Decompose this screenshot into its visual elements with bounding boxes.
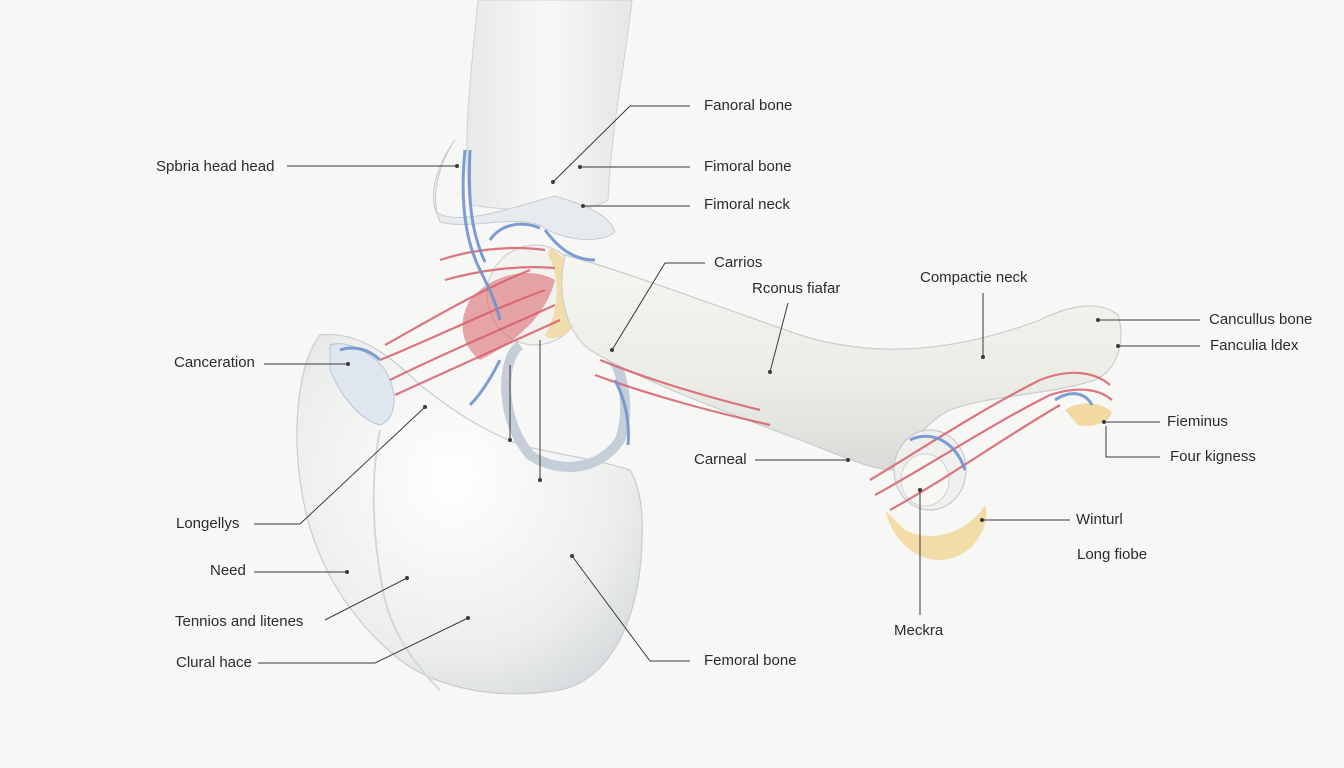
vessels [339, 149, 1094, 471]
label-clural-hace: Clural hace [176, 654, 252, 671]
label-winturl: Winturl [1076, 511, 1123, 528]
label-femoral-bone-bottom: Femoral bone [704, 652, 797, 669]
label-fanculia-idex: Fanculia ldex [1210, 337, 1299, 354]
label-compactic-neck: Compactie neck [920, 269, 1028, 286]
label-long-fiobe: Long fiobe [1077, 546, 1148, 563]
label-mecdra: Meckra [894, 622, 944, 639]
label-need: Need [210, 562, 246, 579]
lower-bone-ridge [372, 429, 441, 691]
label-carneal: Carneal [694, 451, 747, 468]
lower-bone-mass [296, 333, 643, 695]
label-four-kigness: Four kigness [1170, 448, 1256, 465]
leader-dots [345, 164, 1120, 620]
muscle-belly [462, 272, 555, 360]
label-femoral-neck: Fimoral neck [704, 196, 790, 213]
label-rconus-fiafar: Rconus fiafar [752, 280, 841, 297]
label-tennios: Tennios and litenes [175, 613, 304, 630]
socket-ring [501, 341, 631, 472]
femoral-shaft [561, 254, 1122, 471]
label-femoral-bone-2: Fimoral bone [704, 158, 792, 175]
label-sphria-head: Spbria head head [156, 158, 275, 175]
label-longellys: Longellys [176, 515, 240, 532]
label-cancullus-bone: Cancullus bone [1209, 311, 1313, 328]
upper-condyle [432, 139, 616, 240]
leader-lines [254, 105, 1200, 664]
label-femoral-bone-top: Fanoral bone [704, 97, 793, 114]
upper-bone-shaft [466, 0, 633, 212]
tip-cartilage [1065, 403, 1112, 426]
label-fieminus: Fieminus [1167, 413, 1228, 430]
label-carrios: Carrios [714, 254, 763, 271]
label-canceration: Canceration [174, 354, 255, 371]
distal-cartilage [885, 505, 987, 560]
